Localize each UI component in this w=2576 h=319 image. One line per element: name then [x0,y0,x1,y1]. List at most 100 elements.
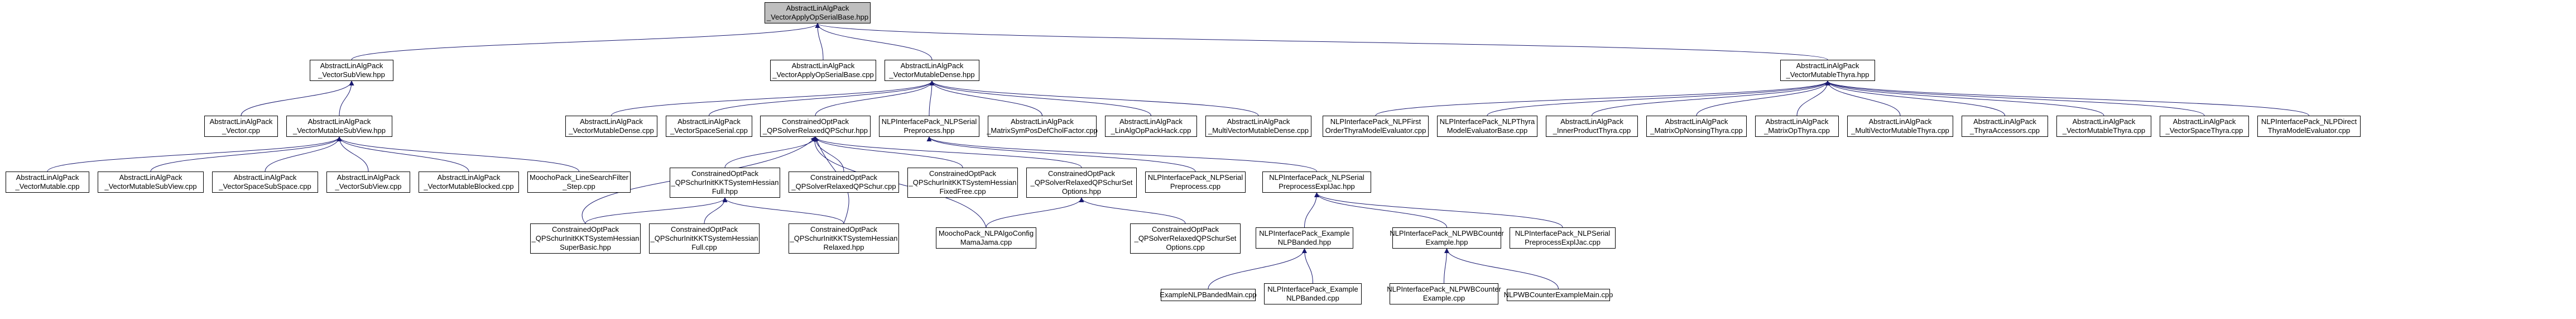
node-line: AbstractLinAlgPack [209,117,273,126]
node-example-nlp-banded-hpp[interactable]: NLPInterfacePack_Example NLPBanded.hpp [1256,227,1353,249]
node-line: _QPSchurInitKKTSystemHessian [650,234,758,242]
node-root-line-2: _VectorApplyOpSerialBase.hpp [766,13,869,21]
node-nlp-serial-preprocess-expl-jac-hpp[interactable]: NLPInterfacePack_NLPSerial PreprocessExp… [1262,172,1371,193]
node-kkt-system-hessian-super-basic-hpp[interactable]: ConstrainedOptPack _QPSchurInitKKTSystem… [530,223,641,254]
node-multi-vector-mutable-dense-cpp[interactable]: AbstractLinAlgPack _MultiVectorMutableDe… [1205,116,1311,137]
node-line: _MatrixOpNonsingThyra.cpp [1650,126,1743,135]
edge-nlptme_cpp-to-vmt [1487,80,1830,116]
node-matrix-op-nonsing-thyra-cpp[interactable]: AbstractLinAlgPack _MatrixOpNonsingThyra… [1646,116,1747,137]
node-nlp-thyra-model-evaluator-base-cpp[interactable]: NLPInterfacePack_NLPThyra ModelEvaluator… [1437,116,1537,137]
node-line: NLPInterfacePack_NLPSerial [881,117,977,126]
node-line: AbstractLinAlgPack [1868,117,1932,126]
node-vector-mutable-sub-view-hpp[interactable]: AbstractLinAlgPack _VectorMutableSubView… [286,116,392,137]
node-kkt-system-hessian-full-hpp[interactable]: ConstrainedOptPack _QPSchurInitKKTSystem… [670,168,780,198]
node-vector-apply-op-serial-base-cpp[interactable]: AbstractLinAlgPack _VectorApplyOpSerialB… [770,60,876,81]
node-line: NLPBanded.hpp [1277,238,1332,246]
edge-vst_cpp-to-vmt [1825,80,2205,116]
node-line: Example.hpp [1425,238,1468,246]
node-matrix-sym-pos-def-chol-factor-cpp[interactable]: AbstractLinAlgPack _MatrixSymPosDefCholF… [987,116,1098,137]
node-line: _VectorSubView.hpp [318,70,385,79]
node-example-nlp-banded-main-cpp[interactable]: ExampleNLPBandedMain.cpp [1160,289,1257,301]
node-line: _QPSchurInitKKTSystemHessian [909,178,1017,187]
node-line: AbstractLinAlgPack [900,61,964,70]
node-nlp-wb-counter-example-main-cpp[interactable]: NLPWBCounterExampleMain.cpp [1504,289,1613,301]
edge-vaosb_cpp-to-root [815,23,824,60]
node-line: ConstrainedOptPack [810,173,877,182]
node-line: AbstractLinAlgPack [2173,117,2236,126]
node-vector-space-sub-space-cpp[interactable]: AbstractLinAlgPack _VectorSpaceSubSpace.… [212,172,318,193]
node-kkt-system-hessian-fixed-free-cpp[interactable]: ConstrainedOptPack _QPSchurInitKKTSystem… [907,168,1018,198]
node-inner-product-thyra-cpp[interactable]: AbstractLinAlgPack _InnerProductThyra.cp… [1546,116,1638,137]
node-thyra-accessors-cpp[interactable]: AbstractLinAlgPack _ThyraAccessors.cpp [1962,116,2048,137]
edge-kktr-to-kktf [722,197,844,224]
node-line: Relaxed.hpp [823,243,864,251]
node-line: AbstractLinAlgPack [1796,61,1859,70]
node-line: AbstractLinAlgPack [320,61,383,70]
node-vector-sub-view-hpp[interactable]: AbstractLinAlgPack _VectorSubView.hpp [310,60,393,81]
node-kkt-system-hessian-relaxed-hpp[interactable]: ConstrainedOptPack _QPSchurInitKKTSystem… [789,223,899,254]
node-nlp-wb-counter-example-cpp[interactable]: NLPInterfacePack_NLPWBCounter Example.cp… [1387,283,1501,304]
node-line: Full.hpp [712,187,738,196]
node-qp-solver-set-options-cpp[interactable]: ConstrainedOptPack _QPSolverRelaxedQPSch… [1130,223,1241,254]
node-vector-mutable-dense-hpp[interactable]: AbstractLinAlgPack _VectorMutableDense.h… [885,60,979,81]
node-line: AbstractLinAlgPack [791,61,855,70]
edge-nlpsp_cpp-to-nlpsp [926,136,1196,172]
node-nlp-serial-preprocess-cpp[interactable]: NLPInterfacePack_NLPSerial Preprocess.cp… [1145,172,1246,193]
node-line: _VectorMutableSubView.cpp [104,182,197,191]
edge-nlpeb-to-nlpspe [1304,192,1319,228]
node-line: ConstrainedOptPack [1048,169,1115,178]
node-vector-space-serial-cpp[interactable]: AbstractLinAlgPack _VectorSpaceSerial.cp… [666,116,752,137]
node-line: _VectorMutableSubView.hpp [293,126,386,135]
edge-vss_cpp-to-vmd [709,80,935,116]
node-qp-solver-set-options-hpp[interactable]: ConstrainedOptPack _QPSolverRelaxedQPSch… [1026,168,1137,198]
node-line: _VectorSpaceThyra.cpp [2165,126,2243,135]
node-multi-vector-mutable-thyra-cpp[interactable]: AbstractLinAlgPack _MultiVectorMutableTh… [1847,116,1953,137]
node-vector-mutable-thyra-hpp[interactable]: AbstractLinAlgPack _VectorMutableThyra.h… [1780,60,1875,81]
node-line: AbstractLinAlgPack [1665,117,1728,126]
node-vector-space-thyra-cpp[interactable]: AbstractLinAlgPack _VectorSpaceThyra.cpp [2160,116,2249,137]
node-line-search-filter-step-cpp[interactable]: MoochoPack_LineSearchFilter _Step.cpp [527,172,631,193]
node-root: AbstractLinAlgPack _VectorApplyOpSerialB… [765,2,871,23]
node-line: ConstrainedOptPack [552,225,619,234]
node-lin-alg-op-pack-hack-cpp[interactable]: AbstractLinAlgPack _LinAlgOpPackHack.cpp [1105,116,1197,137]
node-line: NLPInterfacePack_NLPSerial [1515,229,1611,237]
node-nlp-direct-thyra-model-evaluator-cpp[interactable]: NLPInterfacePack_NLPDirect ThyraModelEva… [2257,116,2361,137]
node-line: NLPBanded.cpp [1286,294,1339,302]
node-line: _QPSchurInitKKTSystemHessian [790,234,898,242]
node-qp-solver-relaxed-qp-schur-hpp[interactable]: ConstrainedOptPack _QPSolverRelaxedQPSch… [760,116,871,137]
edge-mls_cpp-to-vmsv [337,136,579,172]
node-vector-cpp[interactable]: AbstractLinAlgPack _Vector.cpp [204,116,278,137]
node-matrix-op-thyra-cpp[interactable]: AbstractLinAlgPack _MatrixOpThyra.cpp [1755,116,1839,137]
node-vector-mutable-dense-cpp[interactable]: AbstractLinAlgPack _VectorMutableDense.c… [565,116,657,137]
node-kkt-system-hessian-full-cpp[interactable]: ConstrainedOptPack _QPSchurInitKKTSystem… [649,223,760,254]
node-line: AbstractLinAlgPack [1560,117,1623,126]
node-line: AbstractLinAlgPack [307,117,371,126]
node-line: _VectorSpaceSerial.cpp [670,126,748,135]
node-vector-mutable-thyra-cpp[interactable]: AbstractLinAlgPack _VectorMutableThyra.c… [2056,116,2151,137]
node-nlp-algo-config-mama-jama-cpp[interactable]: MoochoPack_NLPAlgoConfig MamaJama.cpp [936,227,1036,249]
node-line: NLPInterfacePack_NLPDirect [2261,117,2357,126]
edge-nlpspe_cpp-to-nlpspe [1314,192,1563,228]
node-vector-sub-view-cpp[interactable]: AbstractLinAlgPack _VectorSubView.cpp [326,172,410,193]
node-vector-mutable-sub-view-cpp[interactable]: AbstractLinAlgPack _VectorMutableSubView… [98,172,204,193]
node-nlp-first-order-thyra-model-evaluator-cpp[interactable]: NLPInterfacePack_NLPFirst OrderThyraMode… [1323,116,1429,137]
node-line: PreprocessExplJac.hpp [1279,182,1355,191]
edge-kktf-to-qpss [724,136,818,168]
edge-mvmt_cpp-to-vmt [1825,80,1901,116]
edge-vmt_cpp-to-vmt [1825,80,2104,116]
node-line: ModelEvaluatorBase.cpp [1446,126,1528,135]
node-line: ConstrainedOptPack [1152,225,1219,234]
node-qp-solver-relaxed-qp-schur-cpp[interactable]: ConstrainedOptPack _QPSolverRelaxedQPSch… [789,172,899,193]
node-line: _VectorMutableDense.hpp [889,70,975,79]
node-nlp-serial-preprocess-expl-jac-cpp[interactable]: NLPInterfacePack_NLPSerial PreprocessExp… [1510,227,1616,249]
node-line: NLPInterfacePack_NLPWBCounter [1387,285,1501,293]
edge-msp_cpp-to-vmd [929,80,1042,116]
node-line: AbstractLinAlgPack [1119,117,1183,126]
node-line: _Vector.cpp [222,126,260,135]
node-nlp-serial-preprocess-hpp[interactable]: NLPInterfacePack_NLPSerial Preprocess.hp… [879,116,979,137]
edge-vssub_cpp-to-vmsv [265,136,342,172]
node-vector-mutable-cpp[interactable]: AbstractLinAlgPack _VectorMutable.cpp [6,172,89,193]
node-vector-mutable-blocked-cpp[interactable]: AbstractLinAlgPack _VectorMutableBlocked… [419,172,519,193]
node-example-nlp-banded-cpp[interactable]: NLPInterfacePack_Example NLPBanded.cpp [1264,283,1362,304]
node-nlp-wb-counter-example-hpp[interactable]: NLPInterfacePack_NLPWBCounter Example.hp… [1390,227,1504,249]
